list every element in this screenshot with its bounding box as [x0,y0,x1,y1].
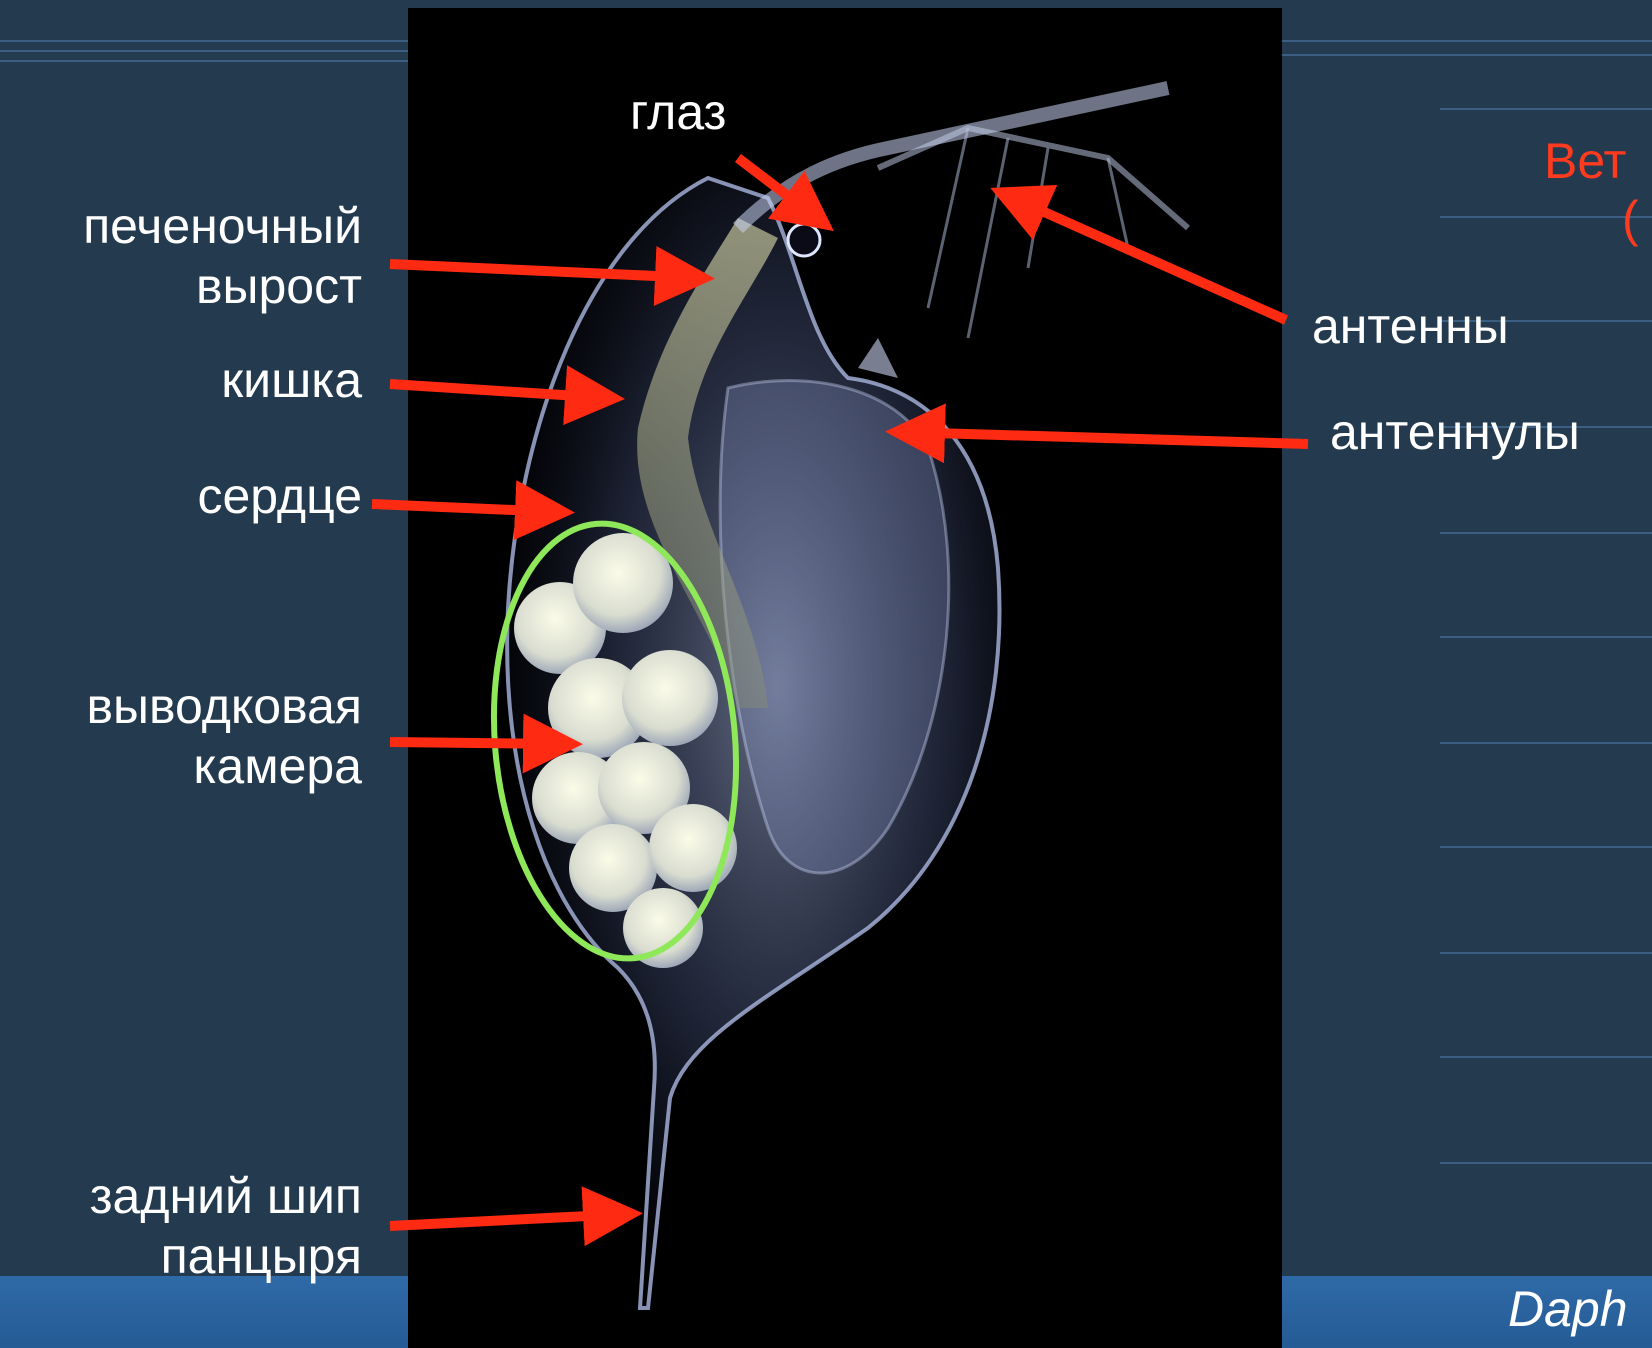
bg-line [1440,532,1652,534]
intestine-label: кишка [221,350,362,410]
bg-line [0,50,408,52]
eye-shape [788,224,820,256]
daphnia-photo [408,8,1282,1348]
daphnia-illustration [408,8,1282,1348]
species-caption: Daph [1508,1280,1628,1338]
bg-line [1282,40,1652,42]
bg-line [1440,636,1652,638]
antennules-label: антеннулы [1330,402,1580,462]
slide-title-partial-2: ( [1622,190,1639,248]
heart-label: сердце [197,466,362,526]
bg-line [0,60,408,62]
bg-line [1440,108,1652,110]
bg-line [1282,54,1652,56]
slide-title-partial: Вет [1544,132,1626,190]
eye-label: глаз [630,82,726,142]
bg-line [1440,1056,1652,1058]
bg-line [1440,216,1652,218]
tail-spine-label: задний шип панцыря [90,1166,362,1286]
bg-line [0,40,408,42]
brood-chamber-label: выводковая камера [86,676,362,796]
antennae-label: антенны [1312,296,1509,356]
bg-line [1440,952,1652,954]
hepatic-caecum-label: печеночный вырост [83,196,362,316]
bg-line [1440,1162,1652,1164]
bg-line [1440,846,1652,848]
bg-line [1440,742,1652,744]
